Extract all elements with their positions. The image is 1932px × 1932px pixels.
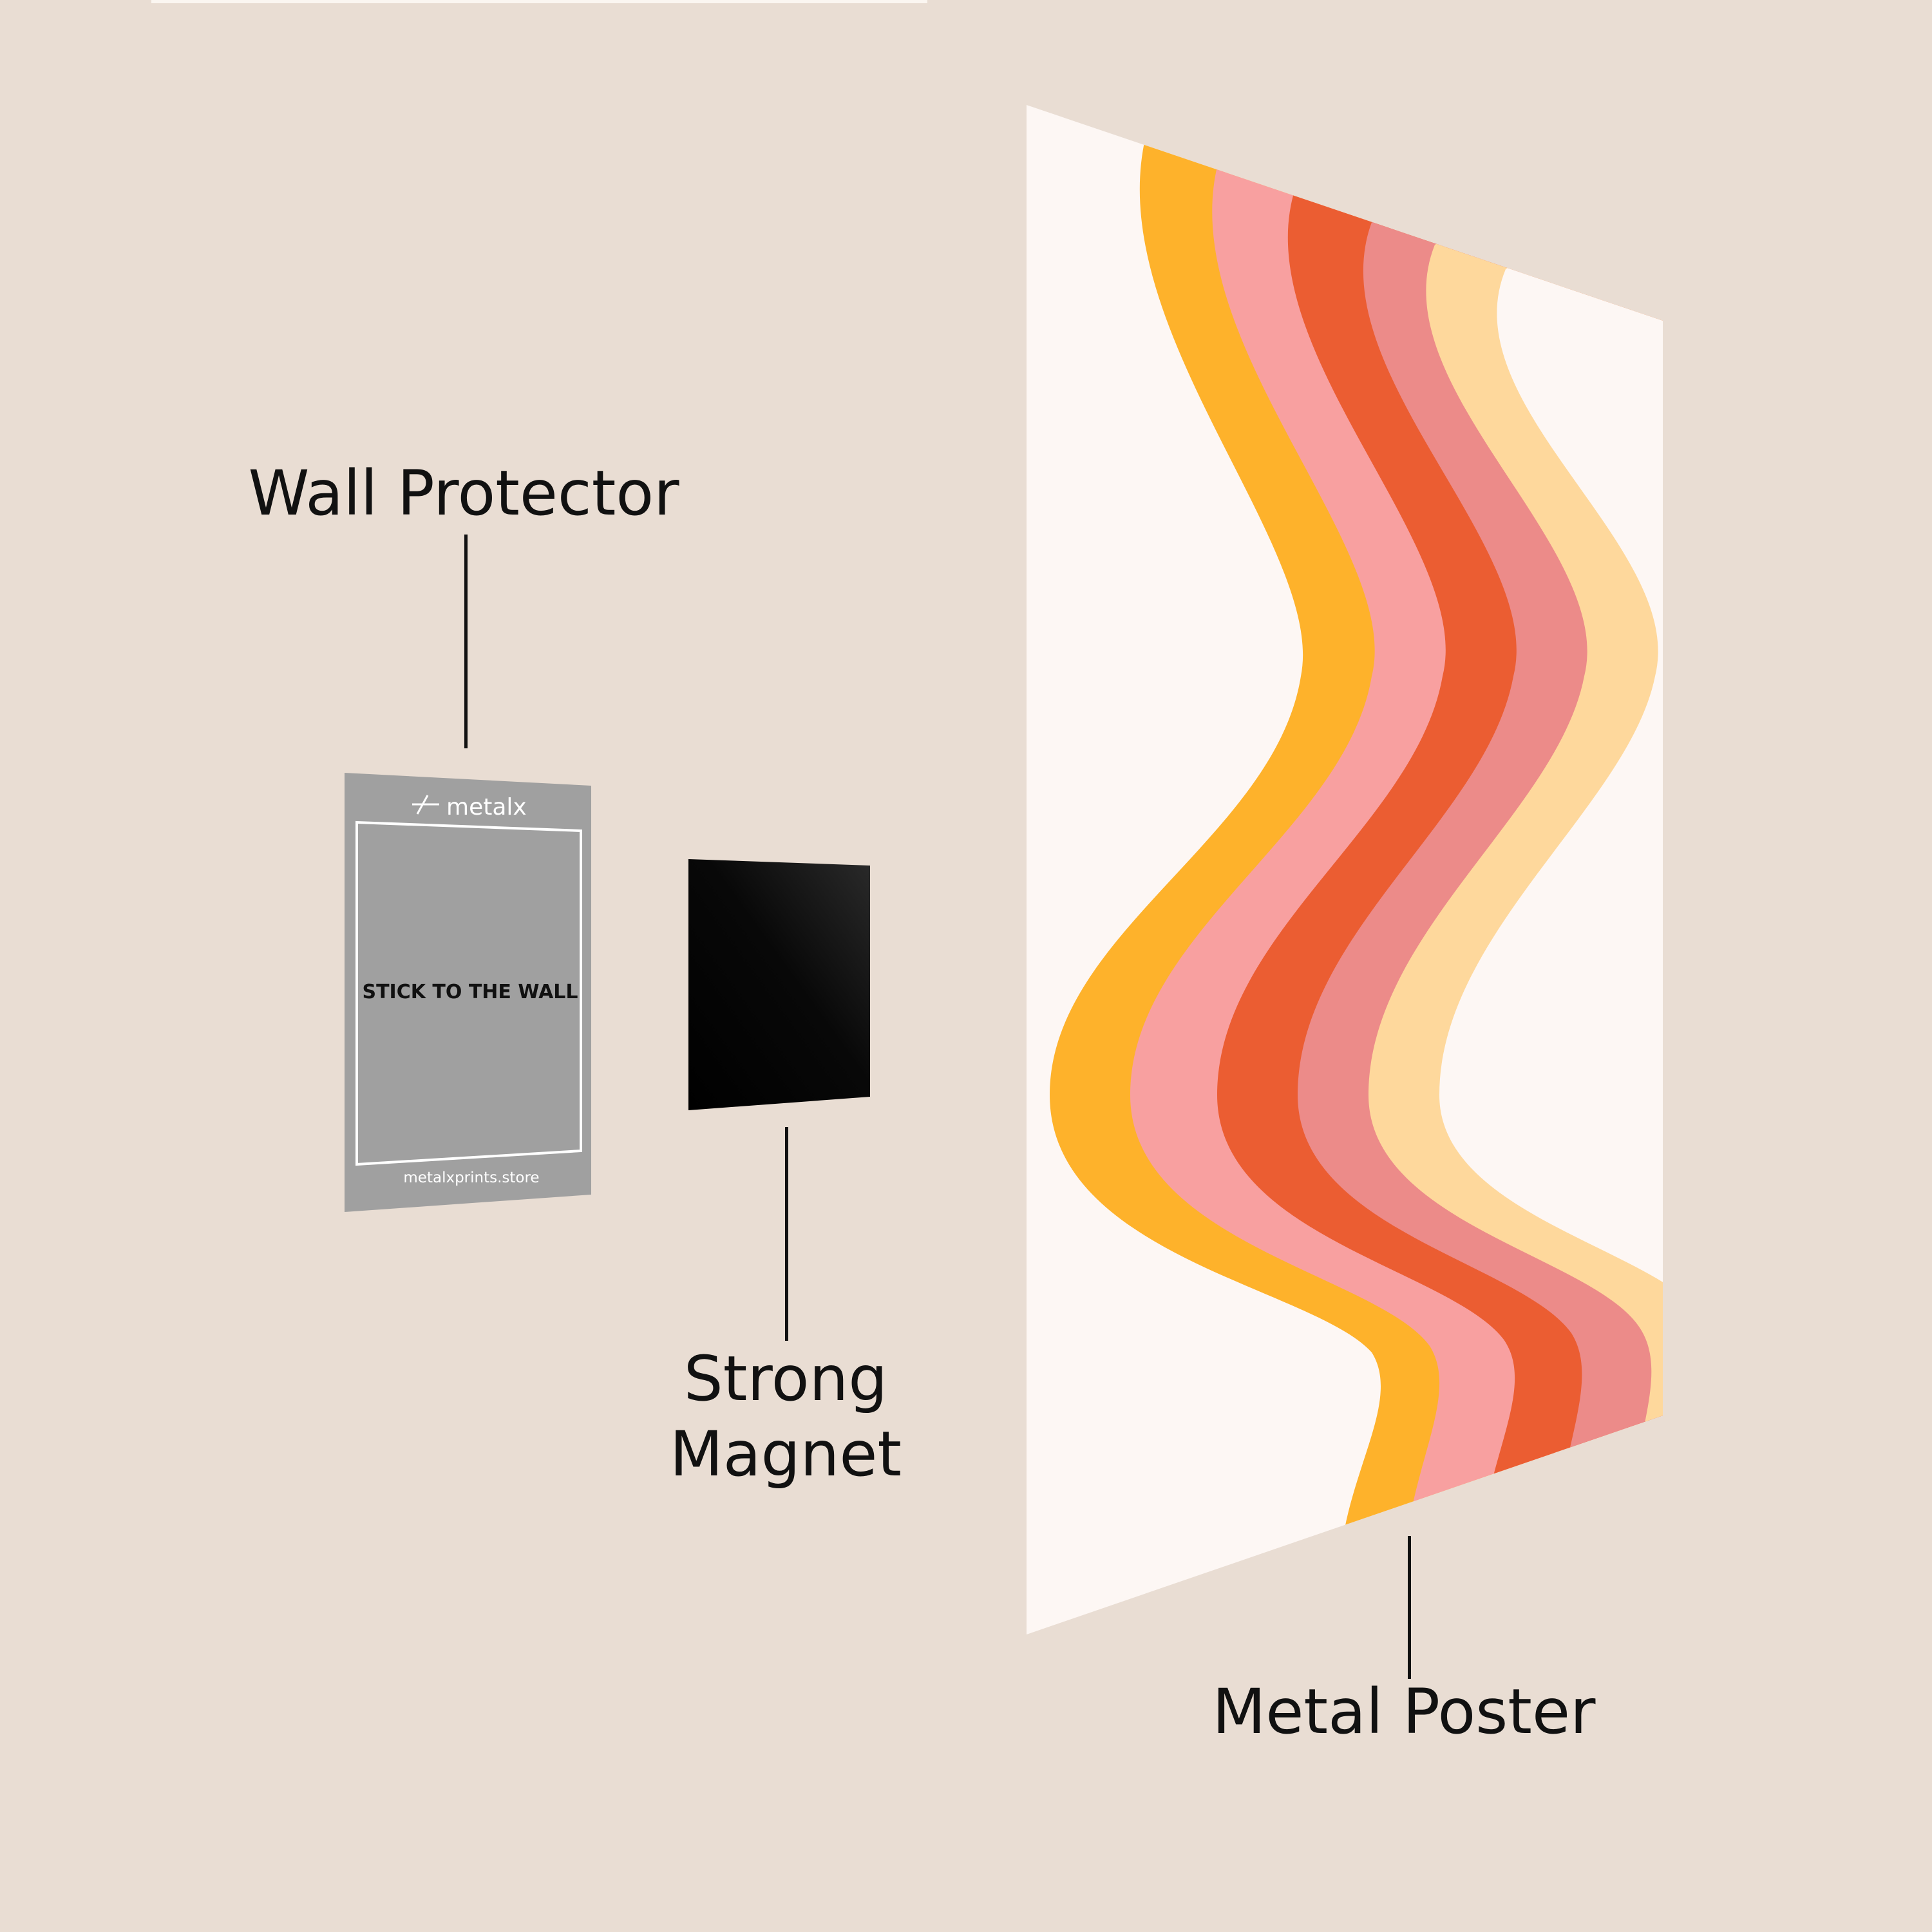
- strong-magnet-label-line2: Magnet: [669, 1418, 902, 1491]
- protector-website: metalxprints.store: [403, 1170, 539, 1186]
- top-strip: [151, 0, 927, 3]
- metal-poster: [1027, 105, 1663, 1634]
- strong-magnet-label-line1: Strong: [683, 1343, 888, 1415]
- protector-plate: [345, 773, 591, 1212]
- strong-magnet-leader-line: [785, 1127, 788, 1341]
- strong-magnet: [688, 859, 870, 1110]
- wall-protector-leader-line: [464, 535, 468, 748]
- wall-protector-card: metalx STICK TO THE WALL metalxprints.st…: [345, 773, 591, 1212]
- metalx-logo-icon: [412, 795, 439, 815]
- wave-band-right-base: [1439, 105, 1663, 1578]
- protector-brand: metalx: [446, 794, 527, 820]
- protector-instruction: STICK TO THE WALL: [362, 981, 578, 1003]
- protector-inner-frame: [355, 820, 582, 1166]
- metal-poster-leader-line: [1408, 1536, 1411, 1679]
- metal-poster-label: Metal Poster: [1212, 1676, 1596, 1748]
- wall-protector-label: Wall Protector: [248, 457, 679, 529]
- poster-wave-artwork: [1050, 105, 1663, 1578]
- strong-magnet-label: Strong Magnet: [644, 1341, 927, 1492]
